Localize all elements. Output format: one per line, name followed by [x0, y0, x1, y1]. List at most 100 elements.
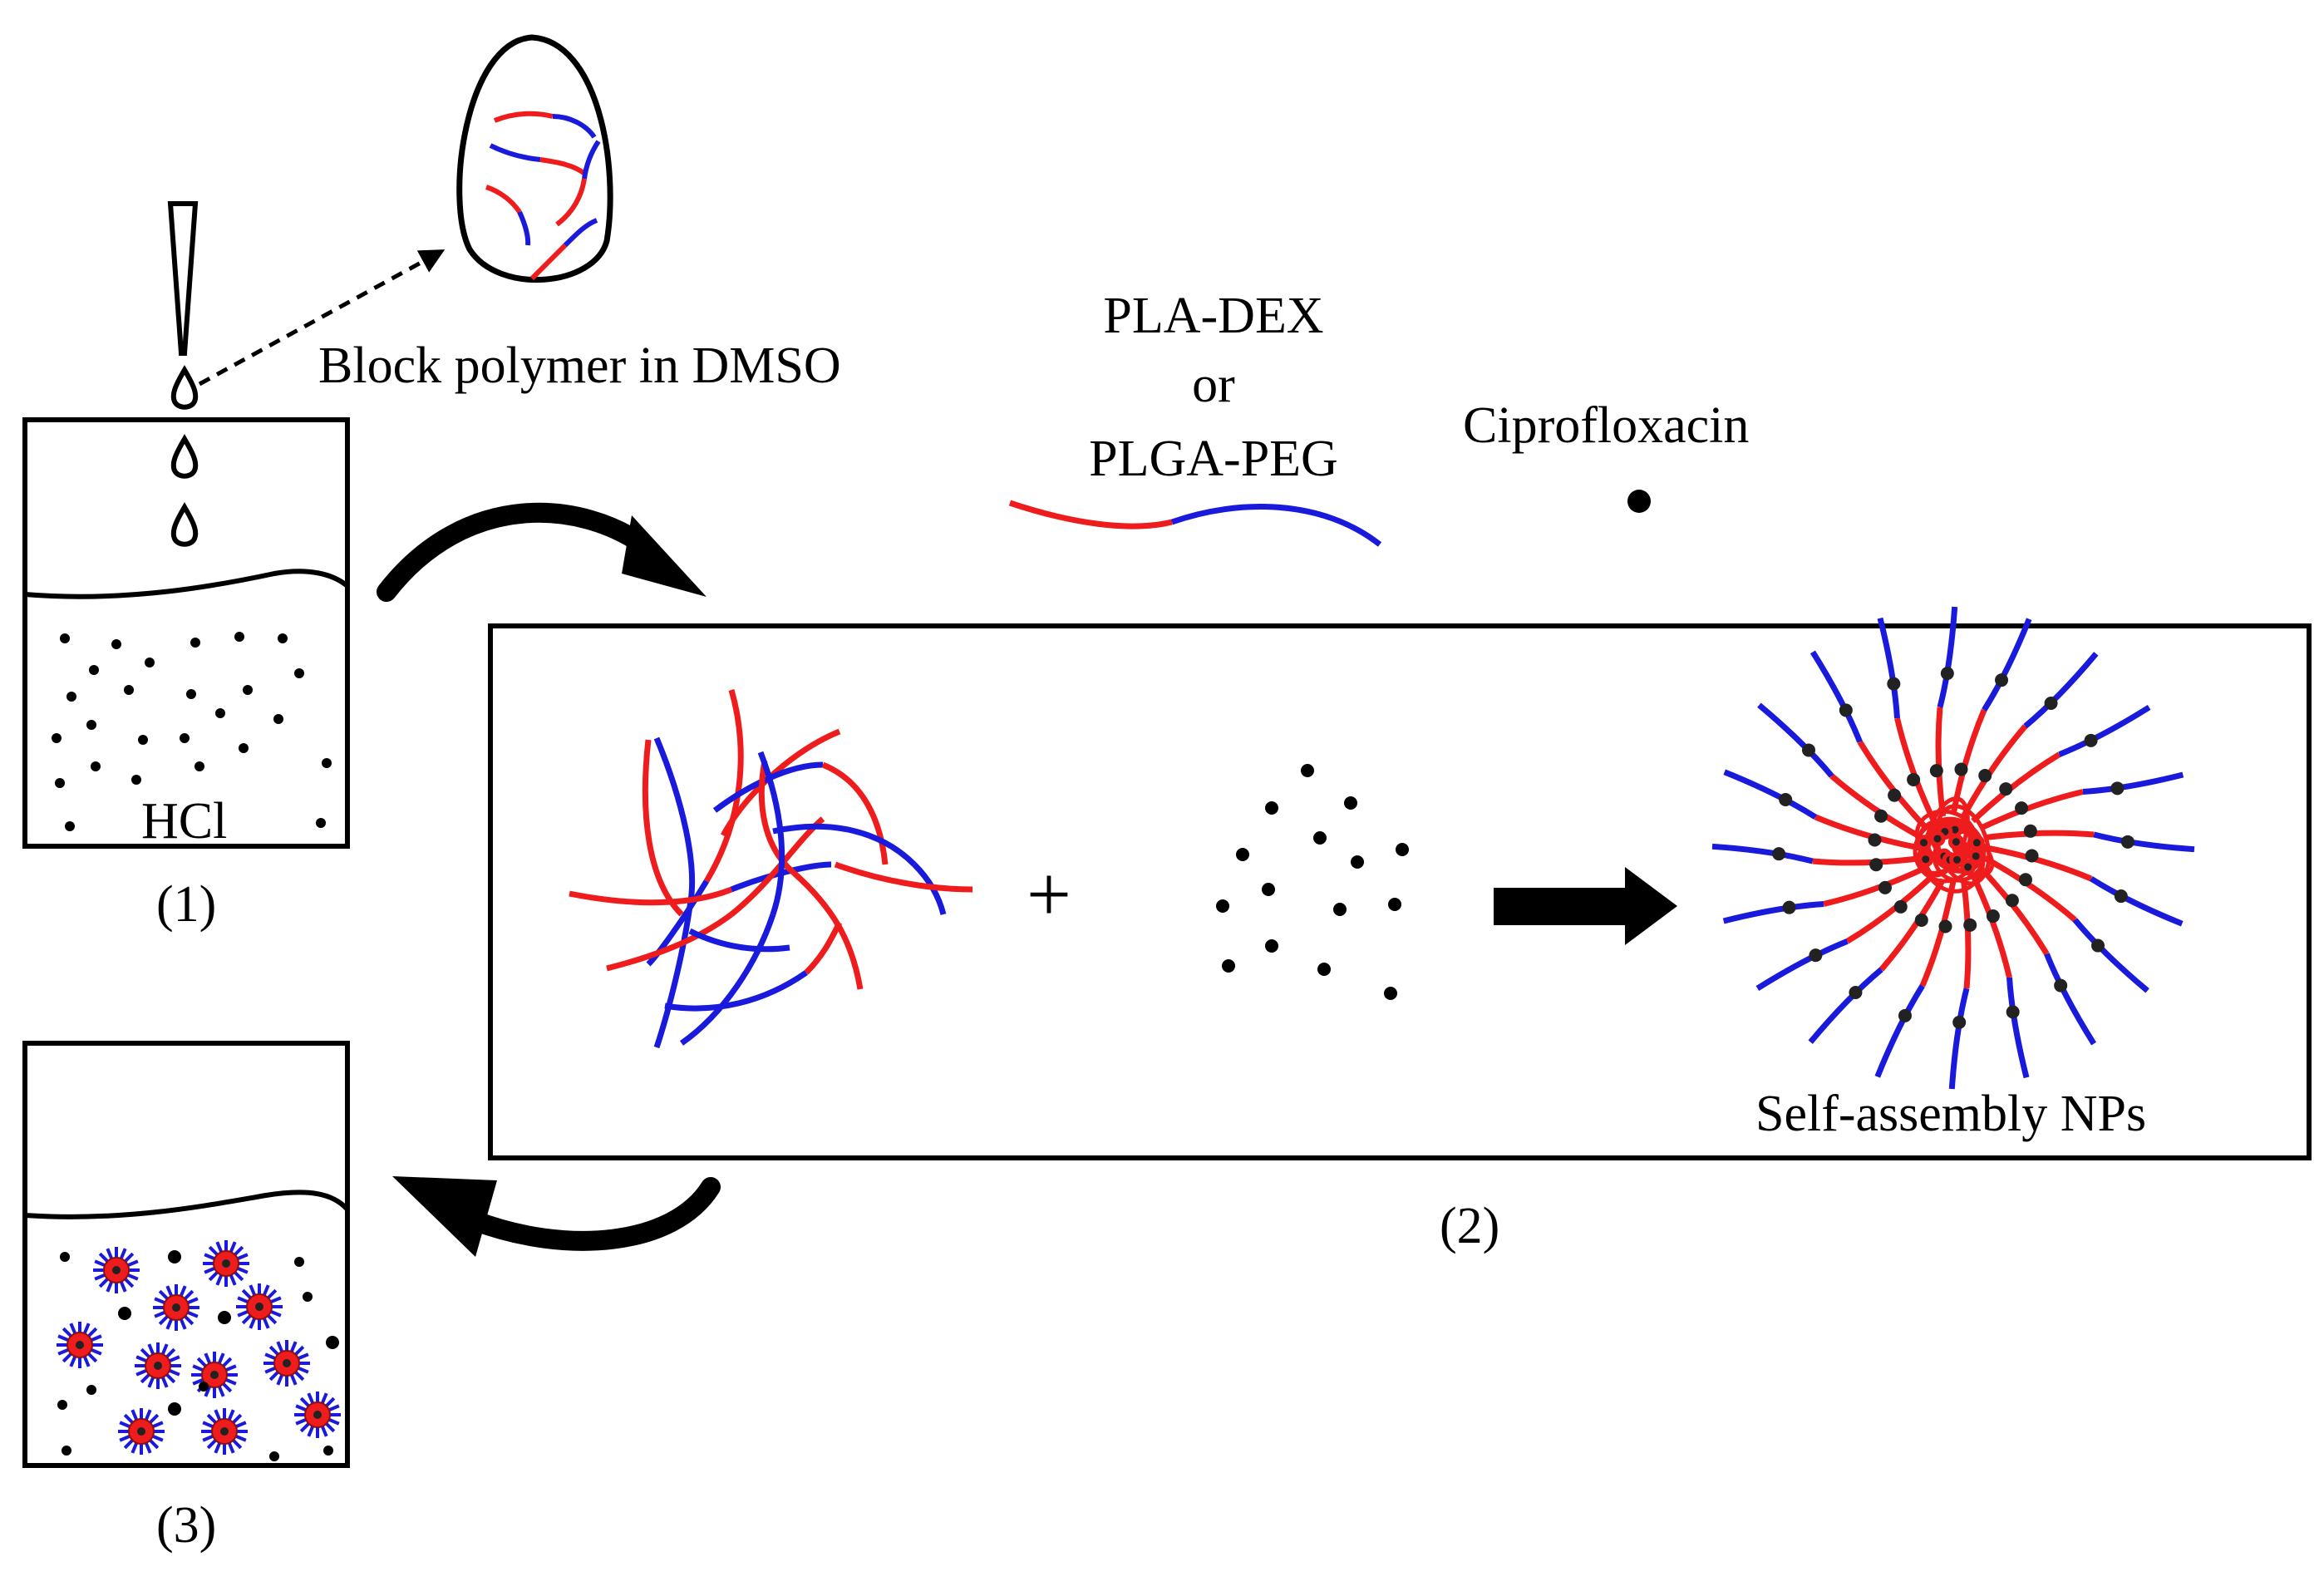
loaded-drug-dot: [1907, 772, 1921, 786]
loaded-drug-dot: [1963, 918, 1977, 932]
polymer-arm-core: [1919, 880, 1957, 988]
dotted-arrow: [198, 249, 446, 387]
polymer-arm-core: [1983, 855, 2077, 923]
loaded-drug-dot: [1801, 743, 1815, 757]
hcl-label: HCl: [141, 793, 227, 850]
mini-nanoparticle: [191, 1352, 238, 1398]
polymer-arm-core: [1977, 865, 2050, 956]
polymer-name-or: or: [1192, 357, 1235, 413]
step-1-label: (1): [156, 876, 216, 933]
polymer-arm-corona: [2082, 771, 2184, 795]
residual-particles: [57, 1250, 339, 1461]
core-drug-dot: [1916, 835, 1933, 851]
loaded-drug-dot: [1914, 913, 1928, 927]
droplets: [170, 365, 199, 547]
process-box: [488, 623, 2312, 1160]
core-drug-dot: [1918, 851, 1934, 868]
loaded-drug-dot: [1878, 880, 1892, 894]
mini-nanoparticle: [135, 1342, 181, 1389]
polymer-arm-core: [1894, 717, 1937, 823]
plus-sign: +: [1027, 850, 1071, 938]
beaker-1: HCl: [22, 417, 350, 850]
polymer-arm-core: [1845, 872, 1936, 944]
core-drug-dot: [1948, 851, 1965, 868]
step-2-label: (2): [1440, 1198, 1499, 1254]
loaded-drug-dot: [2044, 696, 2058, 710]
polymer-arm-corona: [1722, 901, 1824, 924]
loaded-drug-dot: [2091, 938, 2105, 953]
polymer-arm-core: [1878, 878, 1946, 972]
polymer-arm-core: [1986, 845, 2093, 882]
loaded-drug-dot: [1809, 948, 1823, 963]
curved-arrow-back: [392, 1176, 721, 1257]
polymer-arm-corona: [2044, 953, 2097, 1046]
polymer-droplet: [456, 34, 613, 283]
mini-nanoparticle: [153, 1284, 199, 1331]
mini-nanoparticle: [263, 1340, 310, 1387]
loaded-drug-dot: [1952, 1015, 1967, 1029]
polymer-arm-core: [1970, 873, 2012, 978]
loaded-drug-dot: [2023, 824, 2037, 838]
polymer-arm-corona: [1874, 984, 1925, 1078]
loaded-drug-dot: [1888, 788, 1902, 802]
mini-nanoparticle: [201, 1408, 248, 1455]
core-drug-dot: [1968, 835, 1985, 851]
droplet-icon: [170, 365, 199, 410]
polymer-arm-corona: [1877, 617, 1900, 719]
beaker-3: [22, 1041, 350, 1468]
polymer-arm-core: [1950, 708, 1987, 815]
loaded-drug-dot: [1772, 847, 1786, 861]
polymer-arm-core: [1857, 740, 1929, 830]
loaded-drug-dot: [1779, 792, 1793, 806]
polymer-arm-core: [1812, 855, 1923, 866]
drug-label: Ciprofloxacin: [1463, 397, 1749, 454]
step-3-label: (3): [156, 1497, 216, 1554]
loaded-drug-dot: [2110, 781, 2125, 796]
loaded-drug-dot: [2084, 733, 2098, 747]
polymer-arm-core: [1971, 751, 2061, 824]
mini-nanoparticle: [93, 1247, 140, 1293]
loaded-drug-dot: [2006, 1005, 2020, 1019]
block-polymer-label: Block polymer in DMSO: [318, 337, 841, 394]
polymer-arm-corona: [2090, 876, 2184, 927]
loaded-drug-dot: [1893, 899, 1908, 914]
mini-nanoparticle: [203, 1240, 249, 1287]
polymer-arm-corona: [1937, 606, 1958, 708]
polymer-arm-corona: [1711, 843, 1814, 864]
core-drug-dot: [1967, 848, 1984, 864]
loaded-drug-dot: [2120, 835, 2134, 849]
self-assembled-nanoparticle: [1711, 606, 2195, 1090]
loaded-drug-dot: [2025, 849, 2039, 863]
mini-nanoparticle: [294, 1392, 341, 1438]
loaded-drug-dot: [1929, 764, 1943, 778]
polymer-arm-core: [1829, 773, 1923, 840]
droplet-icon: [170, 434, 199, 479]
polymer-arm-corona: [1808, 967, 1883, 1044]
loaded-drug-dot: [1954, 762, 1968, 776]
polymer-name-1: PLA-DEX: [1103, 288, 1323, 344]
polymer-arm-corona: [2072, 918, 2149, 993]
core-drug-dot: [1947, 834, 1964, 850]
drug-legend-dot: [1627, 490, 1651, 513]
loaded-drug-dot: [1868, 833, 1882, 847]
free-polymers: [569, 689, 973, 1049]
loaded-drug-dot: [1999, 782, 2013, 796]
mini-nanoparticle: [236, 1283, 283, 1330]
loaded-drug-dot: [1849, 986, 1863, 1000]
droplet-icon: [170, 502, 199, 547]
curved-arrow-forward: [377, 502, 707, 602]
nanoparticle-label: Self-assembly NPs: [1755, 1086, 2146, 1142]
polymer-name-2: PLGA-PEG: [1089, 431, 1338, 487]
process-arrow: [1494, 867, 1677, 945]
polymer-arm-core: [1814, 814, 1921, 851]
loaded-drug-dot: [2015, 801, 2029, 815]
polymer-arm-corona: [2058, 704, 2151, 757]
loaded-drug-dot: [2005, 894, 2019, 908]
polymer-arm-core: [1984, 830, 2095, 841]
core-drug-dot: [1929, 830, 1946, 847]
polymer-arm-corona: [2023, 652, 2099, 729]
polymer-arm-corona: [1757, 702, 1834, 778]
polymer-legend-swatch: [1008, 500, 1382, 547]
acid-particles: [52, 632, 332, 831]
